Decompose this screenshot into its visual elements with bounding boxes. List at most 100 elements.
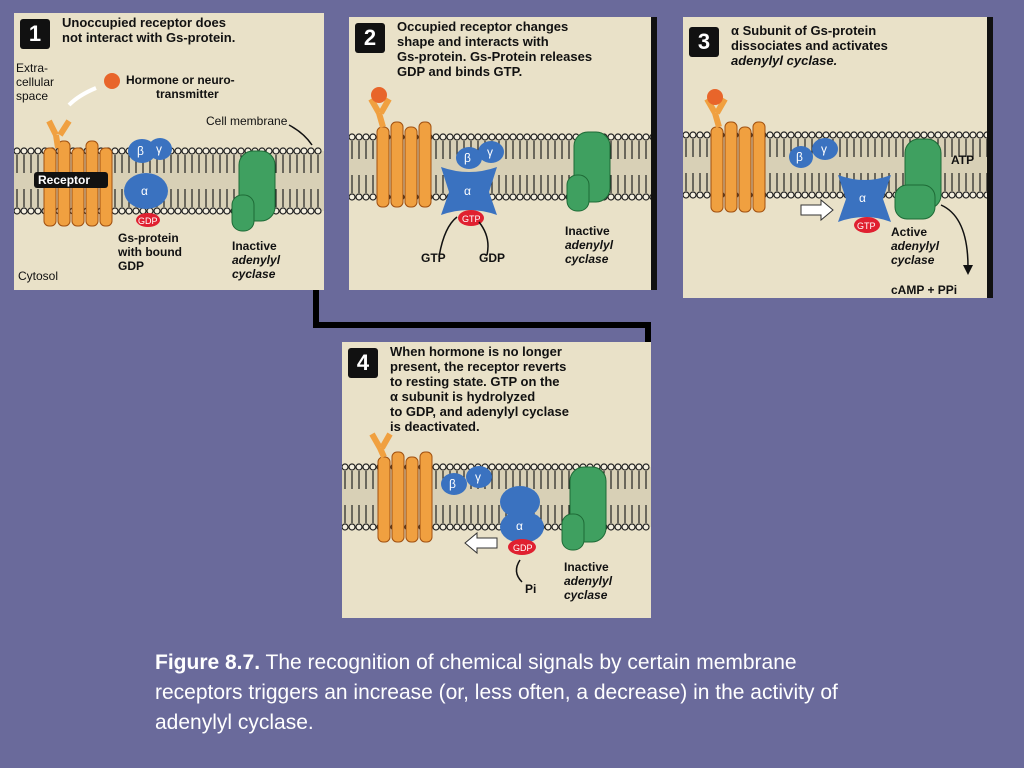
caption-line: When hormone is no longer xyxy=(390,344,562,359)
lipid-head xyxy=(537,193,545,201)
lipid-head xyxy=(544,133,552,141)
lipid-head xyxy=(467,523,475,531)
lipid-head xyxy=(509,463,517,471)
lipid-head xyxy=(801,131,809,139)
label-line: with bound xyxy=(118,245,182,259)
caption-line: GDP and binds GTP. xyxy=(397,64,523,79)
adenylyl-cyclase xyxy=(231,150,276,232)
lipid-head xyxy=(808,191,816,199)
hormone-icon xyxy=(371,87,387,103)
lipid-head xyxy=(642,523,650,531)
gamma-label: γ xyxy=(475,470,481,484)
lipid-head xyxy=(523,193,531,201)
label-line: cyclase xyxy=(565,252,609,266)
lipid-head xyxy=(460,463,468,471)
lipid-head xyxy=(279,207,287,215)
lipid-head xyxy=(223,147,231,155)
label-line: transmitter xyxy=(156,87,219,101)
gs-protein-label: Gs-protein with bound GDP xyxy=(118,231,182,273)
lipid-head xyxy=(885,131,893,139)
lipid-head xyxy=(209,147,217,155)
reset-arrow-icon xyxy=(464,531,498,555)
lipid-head xyxy=(467,133,475,141)
label-line: Active xyxy=(891,225,928,239)
activation-arrow-icon xyxy=(800,198,834,222)
label-line: Extra- xyxy=(16,61,49,75)
pi-label: Pi xyxy=(525,582,537,596)
gdp-label: GDP xyxy=(138,216,158,226)
lipid-head xyxy=(460,523,468,531)
alpha-label: α xyxy=(859,191,866,205)
lipid-head xyxy=(703,191,711,199)
lipid-head xyxy=(955,191,963,199)
lipid-head xyxy=(362,133,370,141)
inactive-cyclase-label: Inactive adenylyl cyclase xyxy=(232,239,280,281)
lipid-head xyxy=(34,147,42,155)
lipid-head xyxy=(530,193,538,201)
arrow-icon xyxy=(438,216,458,258)
lipid-head xyxy=(474,523,482,531)
lipid-head xyxy=(488,463,496,471)
inactive-cyclase-label: Inactive adenylyl cyclase xyxy=(565,224,613,266)
lipid-head xyxy=(188,207,196,215)
lipid-head xyxy=(495,193,503,201)
beta-label: β xyxy=(796,150,803,164)
lipid-head xyxy=(174,207,182,215)
lipid-head xyxy=(369,193,377,201)
lipid-head xyxy=(948,131,956,139)
lipid-head xyxy=(843,131,851,139)
adenylyl-cyclase xyxy=(894,138,942,220)
lipid-head xyxy=(530,133,538,141)
lipid-head xyxy=(683,191,690,199)
caption-line: adenylyl cyclase. xyxy=(731,53,838,68)
lipid-head xyxy=(516,133,524,141)
extracellular-label: Extra- cellular space xyxy=(16,61,54,103)
lipid-head xyxy=(453,133,461,141)
lipid-head xyxy=(509,133,517,141)
lipid-head xyxy=(829,131,837,139)
arrow-icon xyxy=(478,221,489,256)
lipid-head xyxy=(635,523,643,531)
lipid-head xyxy=(300,207,308,215)
lipid-head xyxy=(614,193,622,201)
lipid-head xyxy=(614,523,622,531)
lipid-head xyxy=(20,147,28,155)
lipid-head xyxy=(453,523,461,531)
lipid-head xyxy=(286,207,294,215)
lipid-head xyxy=(773,191,781,199)
membrane-pointer xyxy=(288,124,313,146)
lipid-head xyxy=(642,133,650,141)
lipid-head xyxy=(502,463,510,471)
lipid-head xyxy=(523,463,531,471)
cell-membrane-label: Cell membrane xyxy=(206,114,288,128)
panel-4-drawing xyxy=(342,432,651,583)
lipid-head xyxy=(237,147,245,155)
lipid-head xyxy=(481,133,489,141)
lipid-head xyxy=(976,191,984,199)
lipid-head xyxy=(955,131,963,139)
lipid-head xyxy=(551,523,559,531)
lipid-head xyxy=(488,133,496,141)
lipid-head xyxy=(822,131,830,139)
lipid-head xyxy=(829,191,837,199)
lipid-head xyxy=(362,463,370,471)
lipid-head xyxy=(920,131,928,139)
gdp-label: GDP xyxy=(513,543,533,553)
lipid-head xyxy=(635,133,643,141)
lipid-head xyxy=(773,131,781,139)
lipid-head xyxy=(481,523,489,531)
label-line: Inactive xyxy=(564,560,609,574)
active-cyclase-label: Active adenylyl cyclase xyxy=(891,225,939,267)
lipid-head xyxy=(642,193,650,201)
lipid-head xyxy=(439,523,447,531)
panel-4: 4 When hormone is no longer present, the… xyxy=(342,342,651,618)
lipid-head xyxy=(14,207,21,215)
lipid-head xyxy=(815,131,823,139)
beta-label: β xyxy=(464,151,471,165)
lipid-head xyxy=(355,463,363,471)
lipid-head xyxy=(27,147,35,155)
lipid-head xyxy=(766,191,774,199)
gs-protein xyxy=(441,141,504,226)
lipid-head xyxy=(892,131,900,139)
lipid-head xyxy=(607,193,615,201)
